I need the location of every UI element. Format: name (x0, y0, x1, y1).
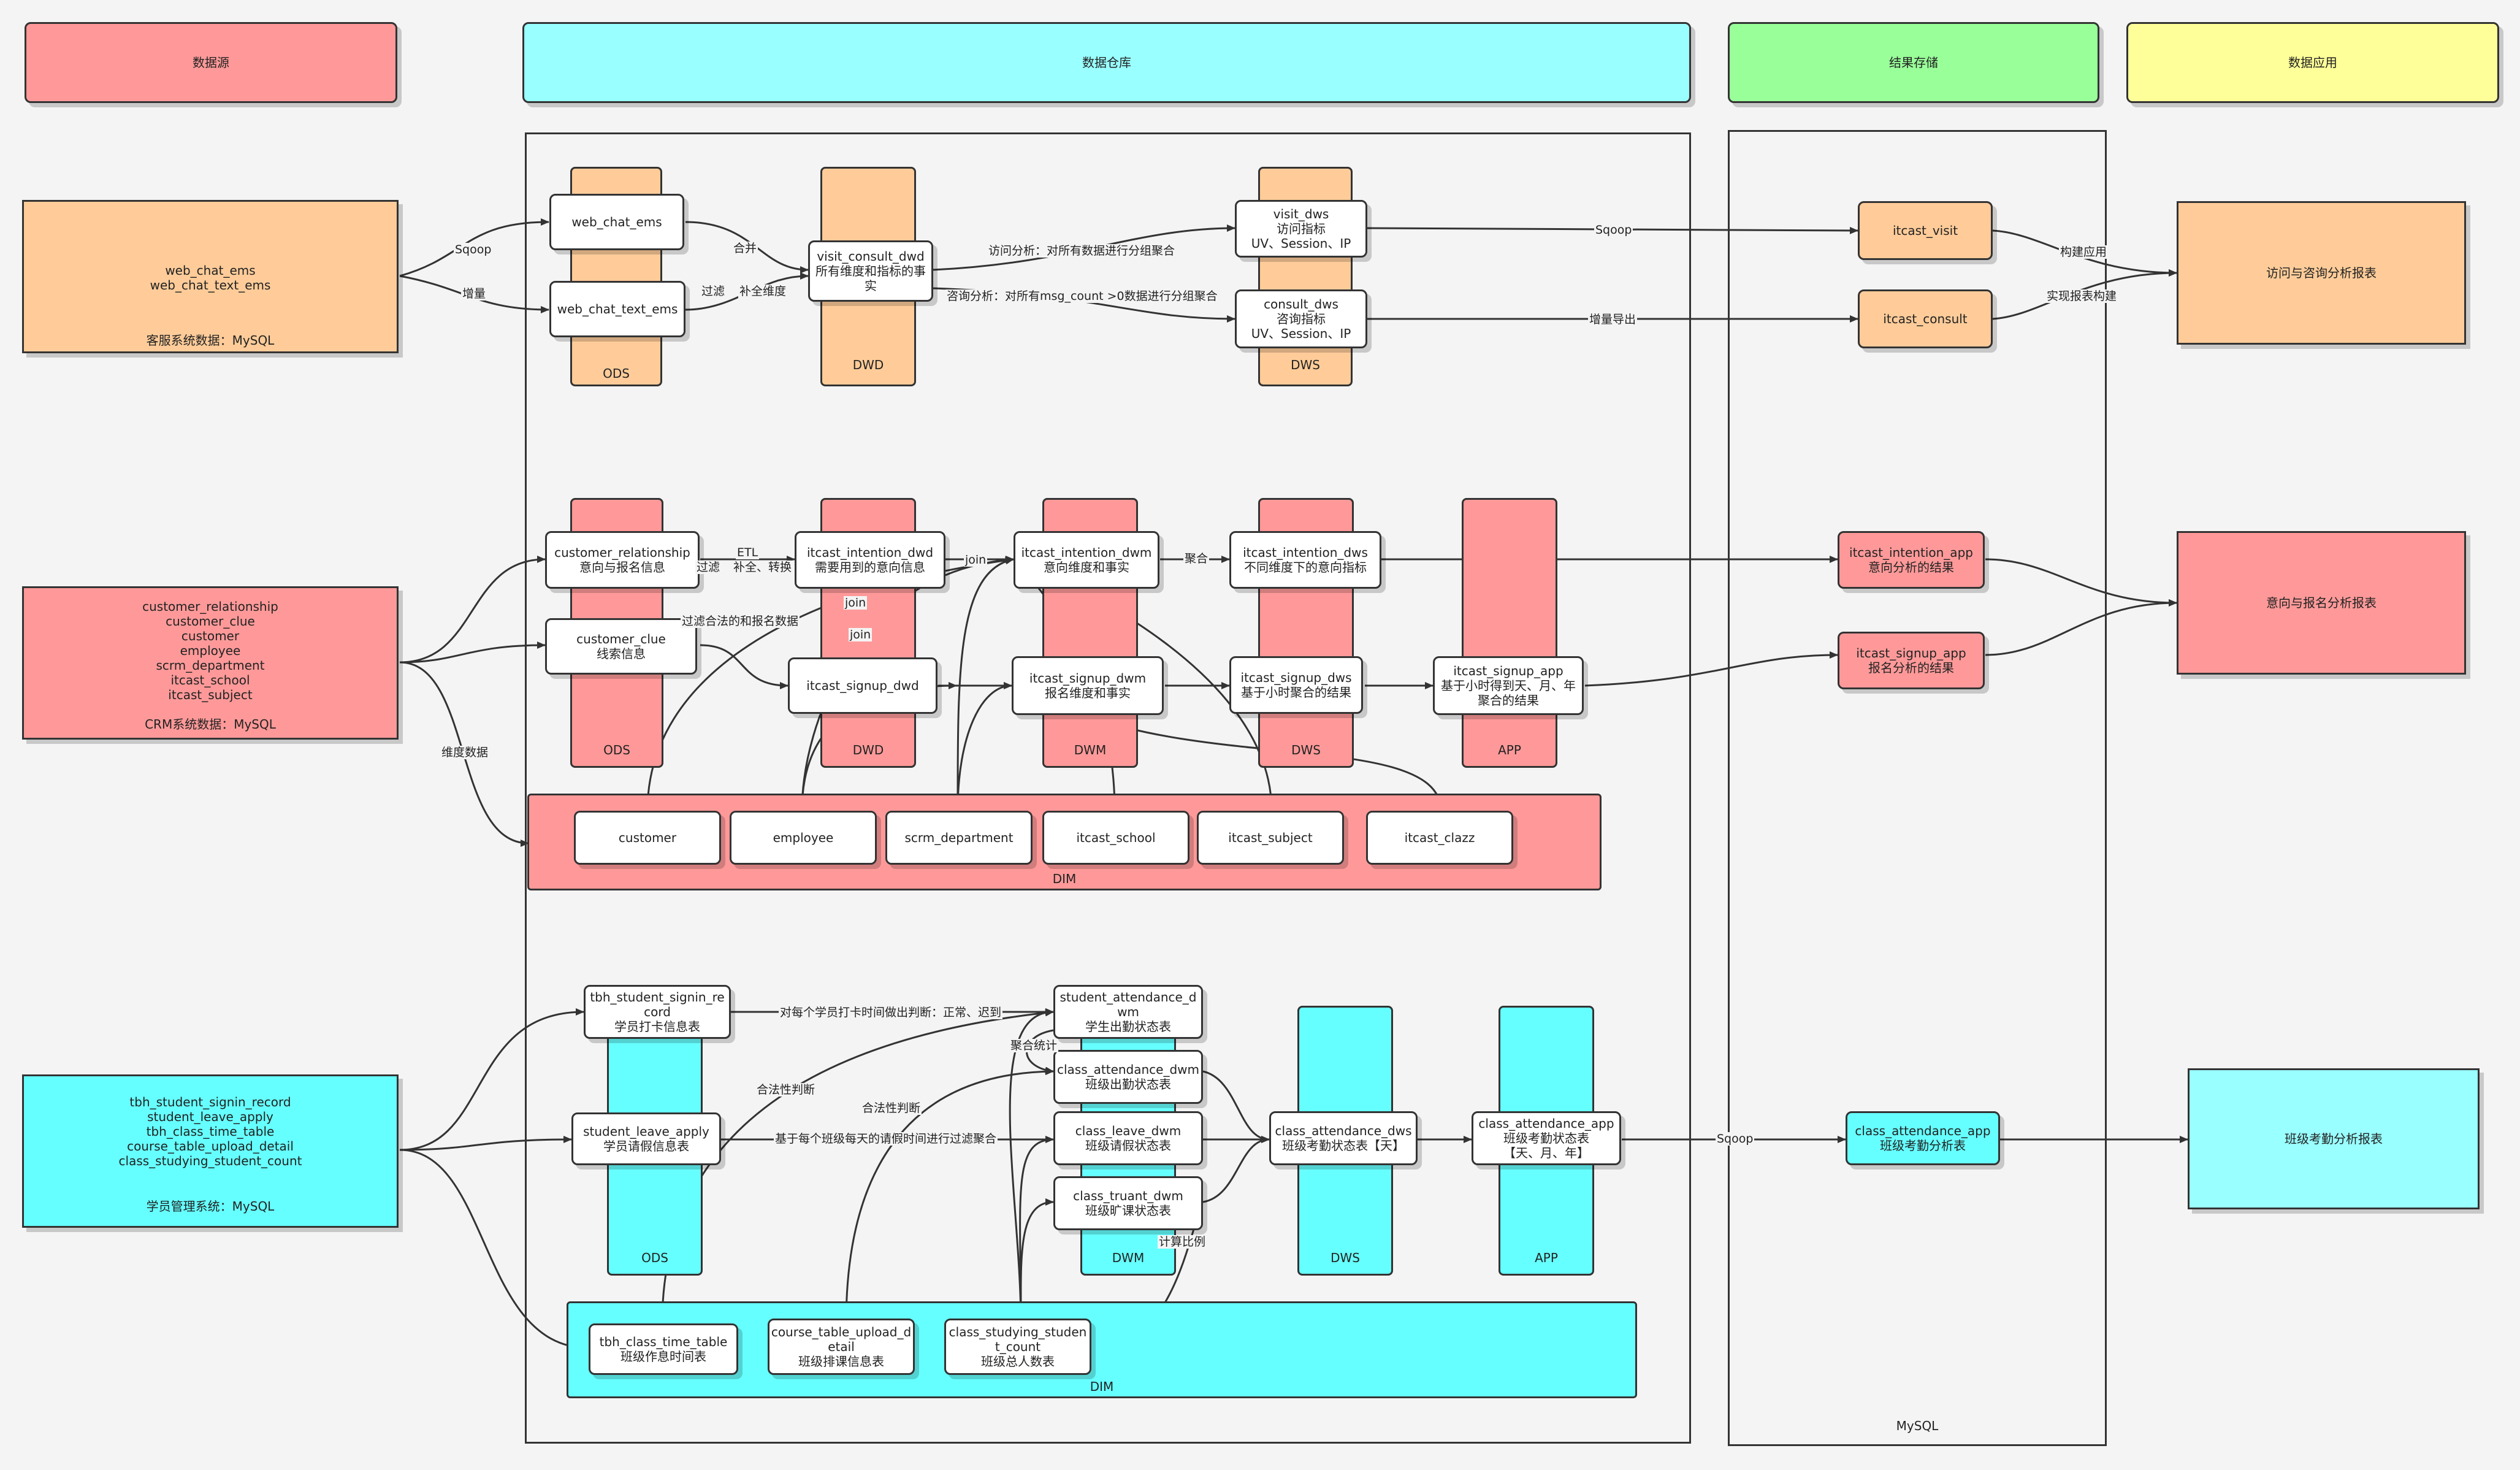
label-build-app: 构建应用 (2059, 245, 2109, 259)
node-student-leave-apply[interactable]: student_leave_apply 学员请假信息表 (571, 1112, 721, 1165)
store-itcast-signup-app[interactable]: itcast_signup_app 报名分析的结果 (1838, 632, 1985, 689)
label-sqoop-2: Sqoop (1594, 223, 1633, 237)
node-itcast-intention-dws[interactable]: itcast_intention_dws 不同维度下的意向指标 (1229, 531, 1381, 589)
label-sqoop-3: Sqoop (1716, 1132, 1755, 1146)
dim-employee[interactable]: employee (730, 811, 877, 865)
header-application: 数据应用 (2126, 22, 2499, 103)
dim-course-table-upload-detail[interactable]: course_table_upload_d etail 班级排课信息表 (768, 1319, 915, 1375)
label-consult-analysis: 咨询分析：对所有msg_count >0数据进行分组聚合 (945, 289, 1219, 303)
dim-tbh-class-time-table[interactable]: tbh_class_time_table 班级作息时间表 (589, 1323, 738, 1375)
store-itcast-intention-app[interactable]: itcast_intention_app 意向分析的结果 (1838, 531, 1985, 589)
label-agg-stat: 聚合统计 (1009, 1039, 1059, 1052)
store-class-attendance-app[interactable]: class_attendance_app 班级考勤分析表 (1846, 1111, 2000, 1165)
node-itcast-signup-dwd[interactable]: itcast_signup_dwd (788, 657, 937, 714)
source-crm: customer_relationship customer_clue cust… (22, 586, 399, 740)
source-xueyuan: tbh_student_signin_record student_leave_… (22, 1074, 399, 1228)
node-student-attendance-dwm[interactable]: student_attendance_d wm 学生出勤状态表 (1053, 985, 1203, 1039)
report-class-attendance[interactable]: 班级考勤分析报表 (2188, 1068, 2480, 1209)
edge-legal2 (845, 1068, 1054, 1324)
source-kefu: web_chat_ems web_chat_text_ems 客服系统数据：My… (22, 200, 399, 353)
dim-panel-xueyuan: DIM (567, 1301, 1637, 1398)
label-dim-data: 维度数据 (440, 746, 490, 759)
edge-crm-cr (399, 556, 546, 664)
node-visit-consult-dwd[interactable]: visit_consult_dwd 所有维度和指标的事 实 (808, 240, 933, 302)
label-filter: 过滤 (700, 285, 727, 298)
label-leave-filter: 基于每个班级每天的请假时间进行过滤聚合 (774, 1132, 998, 1146)
edge-crm-clue (399, 641, 546, 664)
edge-xy-dim (399, 1149, 589, 1352)
label-fill-convert: 补全、转换 (732, 561, 793, 574)
edge-sqoop-web-chat (399, 218, 549, 277)
node-itcast-intention-dwd[interactable]: itcast_intention_dwd 需要用到的意向信息 (795, 531, 945, 589)
header-source: 数据源 (25, 22, 397, 103)
label-join-2: join (844, 596, 868, 610)
app-column-2: APP (1462, 498, 1557, 768)
report-visit-consult[interactable]: 访问与咨询分析报表 (2177, 201, 2466, 345)
label-join-1: join (964, 553, 988, 567)
node-visit-dws[interactable]: visit_dws 访问指标 UV、Session、IP (1235, 200, 1367, 258)
label-incr-export: 增量导出 (1588, 313, 1638, 326)
label-fill-dim: 补全维度 (738, 285, 788, 298)
edge-count-1 (1009, 1008, 1054, 1324)
label-incr-1: 增量 (461, 287, 487, 301)
store-itcast-visit[interactable]: itcast_visit (1858, 201, 1993, 260)
dim-customer[interactable]: customer (574, 811, 721, 865)
label-sqoop-1: Sqoop (454, 243, 493, 256)
node-tbh-student-signin-record[interactable]: tbh_student_signin_re cord 学员打卡信息表 (584, 985, 731, 1039)
node-class-attendance-app[interactable]: class_attendance_app 班级考勤状态表 【天、月、年】 (1472, 1111, 1621, 1165)
mysql-label: MySQL (1896, 1418, 1939, 1433)
header-warehouse: 数据仓库 (522, 22, 1691, 103)
label-legal-2: 合法性判断 (861, 1101, 922, 1115)
label-signin-judge: 对每个学员打卡时间做出判断：正常、迟到 (779, 1006, 1003, 1019)
node-class-attendance-dwm[interactable]: class_attendance_dwm 班级出勤状态表 (1053, 1050, 1203, 1104)
label-visit-analysis: 访问分析：对所有数据进行分组聚合 (987, 244, 1177, 258)
label-aggregate: 聚合 (1183, 552, 1210, 565)
edge-signup-store-report (1985, 599, 2177, 656)
edge-scrm-join2 (956, 682, 1012, 811)
node-consult-dws[interactable]: consult_dws 咨询指标 UV、Session、IP (1235, 289, 1367, 348)
node-customer-clue[interactable]: customer_clue 线索信息 (545, 618, 697, 675)
dim-itcast-school[interactable]: itcast_school (1042, 811, 1189, 865)
edge-count-3 (1020, 1198, 1054, 1324)
node-itcast-signup-app[interactable]: itcast_signup_app 基于小时得到天、月、年 聚合的结果 (1433, 656, 1584, 715)
label-merge: 合并 (732, 242, 758, 255)
edge-app-store (1584, 651, 1838, 687)
header-storage: 结果存储 (1728, 22, 2099, 103)
node-class-truant-dwm[interactable]: class_truant_dwm 班级旷课状态表 (1053, 1176, 1203, 1230)
label-etl: ETL (736, 546, 760, 559)
storage-frame: MySQL (1728, 130, 2107, 1446)
store-itcast-consult[interactable]: itcast_consult (1858, 289, 1993, 348)
edge-att-dws (1202, 1070, 1270, 1143)
label-calc-ratio: 计算比例 (1158, 1235, 1207, 1249)
dim-class-studying-student-count[interactable]: class_studying_studen t_count 班级总人数表 (944, 1319, 1091, 1375)
node-itcast-signup-dws[interactable]: itcast_signup_dws 基于小时聚合的结果 (1229, 656, 1363, 714)
node-class-leave-dwm[interactable]: class_leave_dwm 班级请假状态表 (1053, 1111, 1203, 1165)
dim-scrm-department[interactable]: scrm_department (885, 811, 1033, 865)
node-web-chat-ems[interactable]: web_chat_ems (549, 194, 684, 250)
dim-itcast-clazz[interactable]: itcast_clazz (1366, 811, 1513, 865)
label-filter-legal: 过滤合法的和报名数据 (681, 614, 800, 628)
report-intention-signup[interactable]: 意向与报名分析报表 (2177, 531, 2466, 675)
edge-xy-leave (399, 1136, 572, 1151)
dim-itcast-subject[interactable]: itcast_subject (1197, 811, 1344, 865)
label-impl-report: 实现报表构建 (2045, 289, 2118, 303)
node-class-attendance-dws[interactable]: class_attendance_dws 班级考勤状态表【天】 (1269, 1111, 1418, 1165)
label-legal-1: 合法性判断 (755, 1083, 817, 1097)
node-itcast-signup-dwm[interactable]: itcast_signup_dwm 报名维度和事实 (1012, 656, 1164, 715)
edge-int-store-report (1985, 558, 2177, 607)
node-itcast-intention-dwm[interactable]: itcast_intention_dwm 意向维度和事实 (1014, 531, 1159, 589)
node-web-chat-text-ems[interactable]: web_chat_text_ems (549, 281, 685, 337)
edge-xy-signin (399, 1008, 584, 1151)
edge-truant-dws (1202, 1136, 1270, 1203)
warehouse-frame (525, 132, 1691, 1444)
edge-scrm-join1 (956, 557, 1014, 811)
label-join-3: join (849, 628, 872, 641)
node-customer-relationship[interactable]: customer_relationship 意向与报名信息 (545, 531, 700, 589)
edge-filter-legal (700, 644, 788, 689)
label-filter-2: 过滤 (695, 561, 722, 574)
